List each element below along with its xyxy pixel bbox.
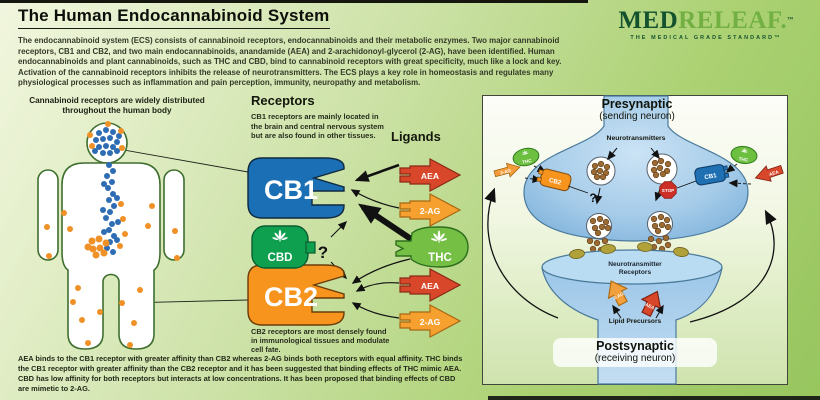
svg-text:2-AG: 2-AG [420, 206, 441, 216]
presynaptic-label-block: Presynaptic (sending neuron) [547, 97, 727, 123]
cb2-mini-receptor: CB2 [536, 168, 572, 192]
thc-mini-right: THC [730, 145, 758, 165]
cb1-description: CB1 receptors are mainly located in the … [251, 112, 384, 141]
logo-trademark: ™ [787, 17, 794, 23]
thc-to-cb2-arrow [351, 258, 411, 284]
medreleaf-logo: MEDRELEAF.™ THE MEDICAL GRADE STANDARD™ [600, 8, 812, 41]
synapse-question-mark: ? [589, 191, 596, 205]
cb2-description: CB2 receptors are most densely found in … [251, 327, 390, 354]
neurotransmitter-receptors-label: Neurotransmitter Receptors [608, 261, 662, 276]
page-title: The Human Endocannabinoid System [18, 6, 330, 29]
logo-period: . [780, 7, 788, 34]
two-ag-key-cb2: 2-AG [399, 304, 461, 338]
figure-torso-legs [61, 162, 161, 350]
two-ag-key-cb1: 2-AG [399, 193, 461, 227]
postsynaptic-title: Postsynaptic [596, 339, 674, 353]
aea-mini-right: AEA [754, 165, 784, 182]
presynaptic-subtitle: (sending neuron) [599, 111, 675, 122]
neurotransmitters-label: Neurotransmitters [606, 135, 666, 142]
svg-text:AEA: AEA [421, 281, 439, 291]
thc-to-cb1-arrow [358, 203, 419, 246]
thc-label: THC [428, 252, 452, 264]
connector-line-head-to-cb1 [123, 149, 249, 173]
cbd-question-mark: ? [318, 243, 328, 262]
aea-lipid-arrow: AEA [636, 286, 668, 320]
svg-text:2-AG: 2-AG [613, 291, 625, 301]
stop-sign: STOP [659, 181, 677, 199]
neurotransmitter-receptor-ovals [569, 242, 689, 259]
logo-tagline: THE MEDICAL GRADE STANDARD™ [630, 35, 782, 41]
postsynaptic-label-block: Postsynaptic (receiving neuron) [553, 338, 717, 367]
thc-mini-left: THC [512, 147, 540, 167]
postsynaptic-subtitle: (receiving neuron) [594, 353, 676, 364]
human-figure [37, 121, 249, 350]
cb1-mini-receptor: CB1 [694, 164, 730, 186]
svg-text:THC: THC [522, 158, 533, 165]
svg-text:AEA: AEA [644, 302, 656, 311]
logo-wordmark: MEDRELEAF.™ [600, 8, 812, 33]
postsynaptic-neuron: 2-AG AEA [541, 242, 723, 385]
svg-text:2-AG: 2-AG [500, 168, 512, 176]
svg-text:CB2: CB2 [548, 177, 562, 187]
footnote-paragraph: AEA binds to the CB1 receptor with great… [18, 354, 463, 393]
stop-label: STOP [662, 188, 674, 193]
receptors-heading: Receptors [251, 93, 315, 108]
cb2-receptor-shape: CB2 [247, 264, 345, 326]
figure-left-arm [37, 169, 59, 261]
aea-key-cb2: AEA [399, 268, 461, 302]
cbd-label: CBD [268, 252, 293, 264]
cb2-label: CB2 [264, 282, 318, 312]
svg-text:2-AG: 2-AG [420, 317, 441, 327]
ligands-heading: Ligands [391, 129, 441, 144]
logo-releaf: RELEAF [678, 7, 781, 34]
two-ag-lipid-arrow: 2-AG [601, 275, 633, 309]
logo-med: MED [618, 7, 679, 34]
cb1-label: CB1 [264, 175, 318, 205]
svg-text:AEA: AEA [768, 169, 779, 177]
lipid-precursors-label: Lipid Precursors [608, 318, 662, 325]
two-ag-mini-left: 2-AG [493, 162, 521, 178]
thc-shape: THC [395, 226, 469, 268]
cbd-shape: CBD [251, 225, 316, 269]
cb1-receptor-dots [92, 127, 122, 255]
svg-text:THC: THC [738, 156, 749, 162]
presynaptic-title: Presynaptic [601, 97, 673, 111]
svg-text:CB1: CB1 [704, 172, 718, 181]
cb1-receptor-shape: CB1 [247, 157, 345, 219]
binding-arrows [330, 163, 419, 319]
retrograde-arrows [484, 187, 777, 323]
presynaptic-neuron [523, 95, 749, 261]
bottom-edge-strip [488, 396, 820, 400]
cbd-question-up-arrow [330, 220, 348, 238]
body-map-caption: Cannabinoid receptors are widely distrib… [29, 96, 205, 115]
svg-text:AEA: AEA [421, 171, 439, 181]
aea-key-cb1: AEA [399, 158, 461, 192]
cb2-receptor-dots [44, 121, 180, 348]
figure-right-arm [163, 169, 185, 261]
neurotransmitter-dots [586, 157, 672, 261]
top-edge-strip [0, 0, 588, 3]
intro-paragraph: The endocannabinoid system (ECS) consist… [18, 36, 562, 87]
